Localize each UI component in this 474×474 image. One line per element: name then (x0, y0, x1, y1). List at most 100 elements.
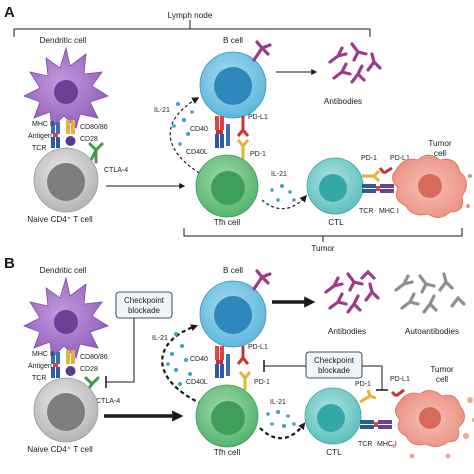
cd40-label: CD40 (190, 126, 208, 133)
tfh-cell (195, 154, 259, 218)
il21-dots-left-b (166, 332, 192, 386)
il21-left-b-label: IL-21 (152, 335, 168, 342)
antigen-label: Antigen (28, 133, 52, 140)
antibodies-cluster-b (324, 269, 380, 314)
ctl-tumor-synapse-b (359, 388, 405, 429)
cd40l-b-label: CD40L (186, 379, 208, 386)
ctla4-receptor-a (88, 142, 104, 164)
ctl-tumor-synapse-a (362, 166, 394, 193)
ctl-cell (306, 157, 364, 215)
cd28-label: CD28 (80, 136, 98, 143)
dendritic-cell-label: Dendritic cell (40, 36, 87, 45)
dendritic-cell (23, 46, 109, 129)
pdl1-t-b-label: PD-L1 (390, 376, 410, 383)
ctl-label: CTL (328, 218, 344, 227)
il21-arrow-left (169, 97, 205, 177)
b-cell-surface-antibody (252, 40, 272, 62)
cd40-cd40l-a (215, 116, 230, 148)
lymph-node-bracket (13, 20, 371, 37)
naive-t-cell-b (33, 377, 99, 443)
il21-dots-left (172, 102, 194, 146)
cd40l-label: CD40L (186, 149, 208, 156)
cd80-86-b-label: CD80/86 (80, 354, 108, 361)
checkpoint-1-line1: Checkpoint (124, 296, 165, 305)
ctla4-label: CTLA-4 (104, 167, 128, 174)
b-cell-label: B cell (223, 36, 243, 45)
panel-b: B Dendritic cell MHC II Antigen TCR CD80… (4, 255, 474, 459)
tumor-bracket (183, 228, 463, 242)
naive-t-cell-label: Naive CD4⁺ T cell (27, 215, 93, 224)
mhc1-t-b-label: MHC I (377, 441, 397, 448)
autoantibodies-label: Autoantibodies (405, 327, 459, 336)
il21-mid-label: IL-21 (271, 171, 287, 178)
panel-b-letter: B (4, 255, 15, 272)
panel-a-letter: A (4, 4, 15, 21)
tfh-cell-b (195, 384, 259, 448)
dendritic-cell-b-label: Dendritic cell (40, 266, 87, 275)
il21-arrow-mid (261, 194, 307, 210)
pdl1-b-label: PD-L1 (248, 114, 268, 121)
antigen-b-label: Antigen (28, 363, 52, 370)
pdl1-pd1-b (236, 346, 252, 390)
tcr-b-label: TCR (32, 375, 46, 382)
checkpoint-blockade-1 (115, 291, 173, 319)
b-cell-b-label: B cell (223, 266, 243, 275)
pdl1-b-b-label: PD-L1 (248, 344, 268, 351)
cd80-86-label: CD80/86 (80, 124, 108, 131)
pdl1-t-label: PD-L1 (390, 155, 410, 162)
antibodies-label: Antibodies (324, 97, 362, 106)
tumor-bracket-label: Tumor (311, 244, 335, 253)
inhibit-line-pd1-t (362, 365, 383, 390)
mhc1-t-label: MHC I (379, 208, 399, 215)
checkpoint-2-line1: Checkpoint (314, 356, 355, 365)
inhibit-line-ctla4 (106, 318, 135, 383)
tumor-cell-b (392, 390, 474, 459)
tcr-label: TCR (32, 145, 46, 152)
il21-arrow-mid-b (259, 422, 306, 440)
ctl-cell-b (304, 387, 362, 445)
tumor-cell-label-line1: Tumor (428, 139, 452, 148)
il21-arrow-left-b (161, 324, 203, 405)
il21-mid-b-label: IL-21 (270, 399, 286, 406)
tumor-cell-b-label-line1: Tumor (430, 365, 454, 374)
b-cell-b-surface-antibody (252, 269, 272, 291)
panel-a: A Lymph node Dendritic cell MHC II Antig… (4, 4, 472, 253)
checkpoint-1-line2: blockade (128, 306, 161, 315)
tcr-t-b-label: TCR (358, 441, 372, 448)
dc-t-synapse-b (51, 350, 76, 378)
dendritic-cell-b (23, 276, 109, 359)
tfh-cell-label: Tfh cell (214, 218, 241, 227)
checkpoint-2-line2: blockade (318, 366, 351, 375)
b-cell-b (199, 280, 267, 348)
lymph-node-label: Lymph node (168, 11, 213, 20)
antibodies-b-label: Antibodies (328, 327, 366, 336)
mhc2-label: MHC II (32, 121, 54, 128)
pd1-b-label: PD-1 (250, 151, 266, 158)
mhc2-b-label: MHC II (32, 351, 54, 358)
pd1-t-b-label: PD-1 (355, 381, 371, 388)
il21-dots-mid-b (266, 410, 296, 428)
naive-t-cell (33, 147, 99, 213)
dc-t-synapse-a (51, 120, 76, 148)
tcr-t-label: TCR (359, 208, 373, 215)
cd28-b-label: CD28 (80, 366, 98, 373)
ctl-b-label: CTL (326, 448, 342, 457)
checkpoint-blockade-2 (305, 351, 363, 379)
pdl1-pd1-a (236, 116, 250, 164)
tumor-cell-a (392, 154, 472, 218)
cd40-cd40l-b (215, 346, 230, 378)
ctla4-b-label: CTLA-4 (96, 398, 120, 405)
pd1-t-label: PD-1 (361, 155, 377, 162)
naive-t-cell-b-label: Naive CD4⁺ T cell (27, 445, 93, 454)
antibodies-cluster (328, 42, 382, 84)
tumor-cell-b-label-line2: cell (436, 375, 448, 384)
autoantibodies-cluster (394, 272, 466, 314)
tfh-cell-b-label: Tfh cell (214, 448, 241, 457)
il21-left-label: IL-21 (154, 107, 170, 114)
tumor-cell-label-line2: cell (434, 149, 446, 158)
pd1-b-b-label: PD-1 (254, 379, 270, 386)
il21-dots-mid (270, 184, 296, 202)
cd40-b-label: CD40 (190, 356, 208, 363)
b-cell (199, 51, 267, 119)
